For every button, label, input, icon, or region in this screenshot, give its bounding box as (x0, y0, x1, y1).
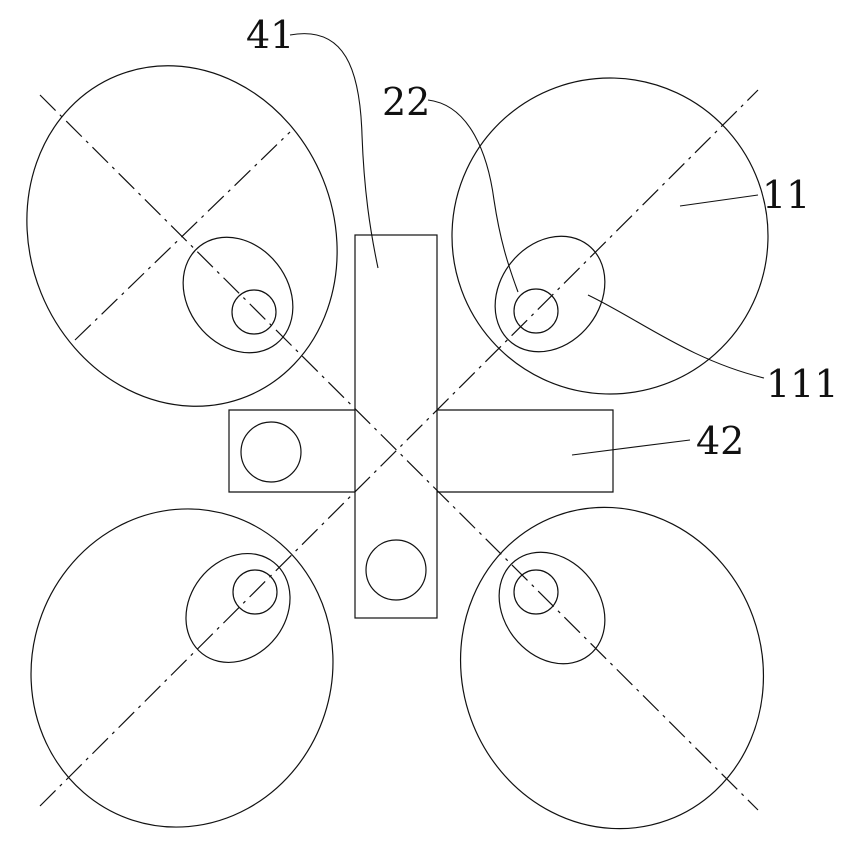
centerline-diagonal-anti (39, 89, 759, 807)
hole-lower-left (232, 569, 278, 615)
outer-ellipse-upper-left (26, 65, 338, 407)
lobe-lower-right (459, 506, 765, 830)
label-42: 42 (696, 419, 744, 463)
leader-11 (679, 194, 759, 207)
lobe-upper-right (451, 77, 769, 395)
outer-ellipse-lower-left (30, 508, 334, 828)
inner-ellipse-upper-left (182, 236, 294, 354)
outer-ellipse-upper-right (451, 77, 769, 395)
label-41: 41 (246, 13, 294, 57)
centerline-upper-left-cross (74, 131, 291, 341)
inner-ellipse-upper-right (494, 235, 606, 353)
lobe-upper-left (26, 65, 338, 407)
label-22: 22 (382, 80, 430, 124)
inner-ellipse-lower-left (185, 552, 291, 664)
label-11: 11 (762, 173, 810, 217)
leader-111 (587, 294, 765, 379)
hole-upper-left (231, 289, 277, 335)
label-111: 111 (766, 362, 839, 406)
centerlines (39, 89, 759, 811)
hole-vertical-plate (365, 539, 427, 601)
reference-labels: 41 22 11 111 42 (246, 13, 839, 463)
leader-22 (427, 99, 519, 293)
hole-lower-right (513, 569, 559, 615)
centerline-diagonal-main (39, 94, 759, 811)
leader-41 (289, 33, 379, 269)
leader-lines (289, 33, 765, 456)
leader-42 (571, 439, 691, 456)
lobe-lower-left (30, 508, 334, 828)
inner-ellipse-lower-right (498, 551, 606, 665)
hole-horizontal-plate (240, 421, 302, 483)
hole-upper-right (513, 288, 559, 334)
vertical-plate (354, 234, 438, 619)
horizontal-plate-right (437, 409, 614, 493)
outer-ellipse-lower-right (459, 506, 765, 830)
horizontal-plate-left (228, 409, 355, 493)
center-plates (228, 234, 614, 619)
